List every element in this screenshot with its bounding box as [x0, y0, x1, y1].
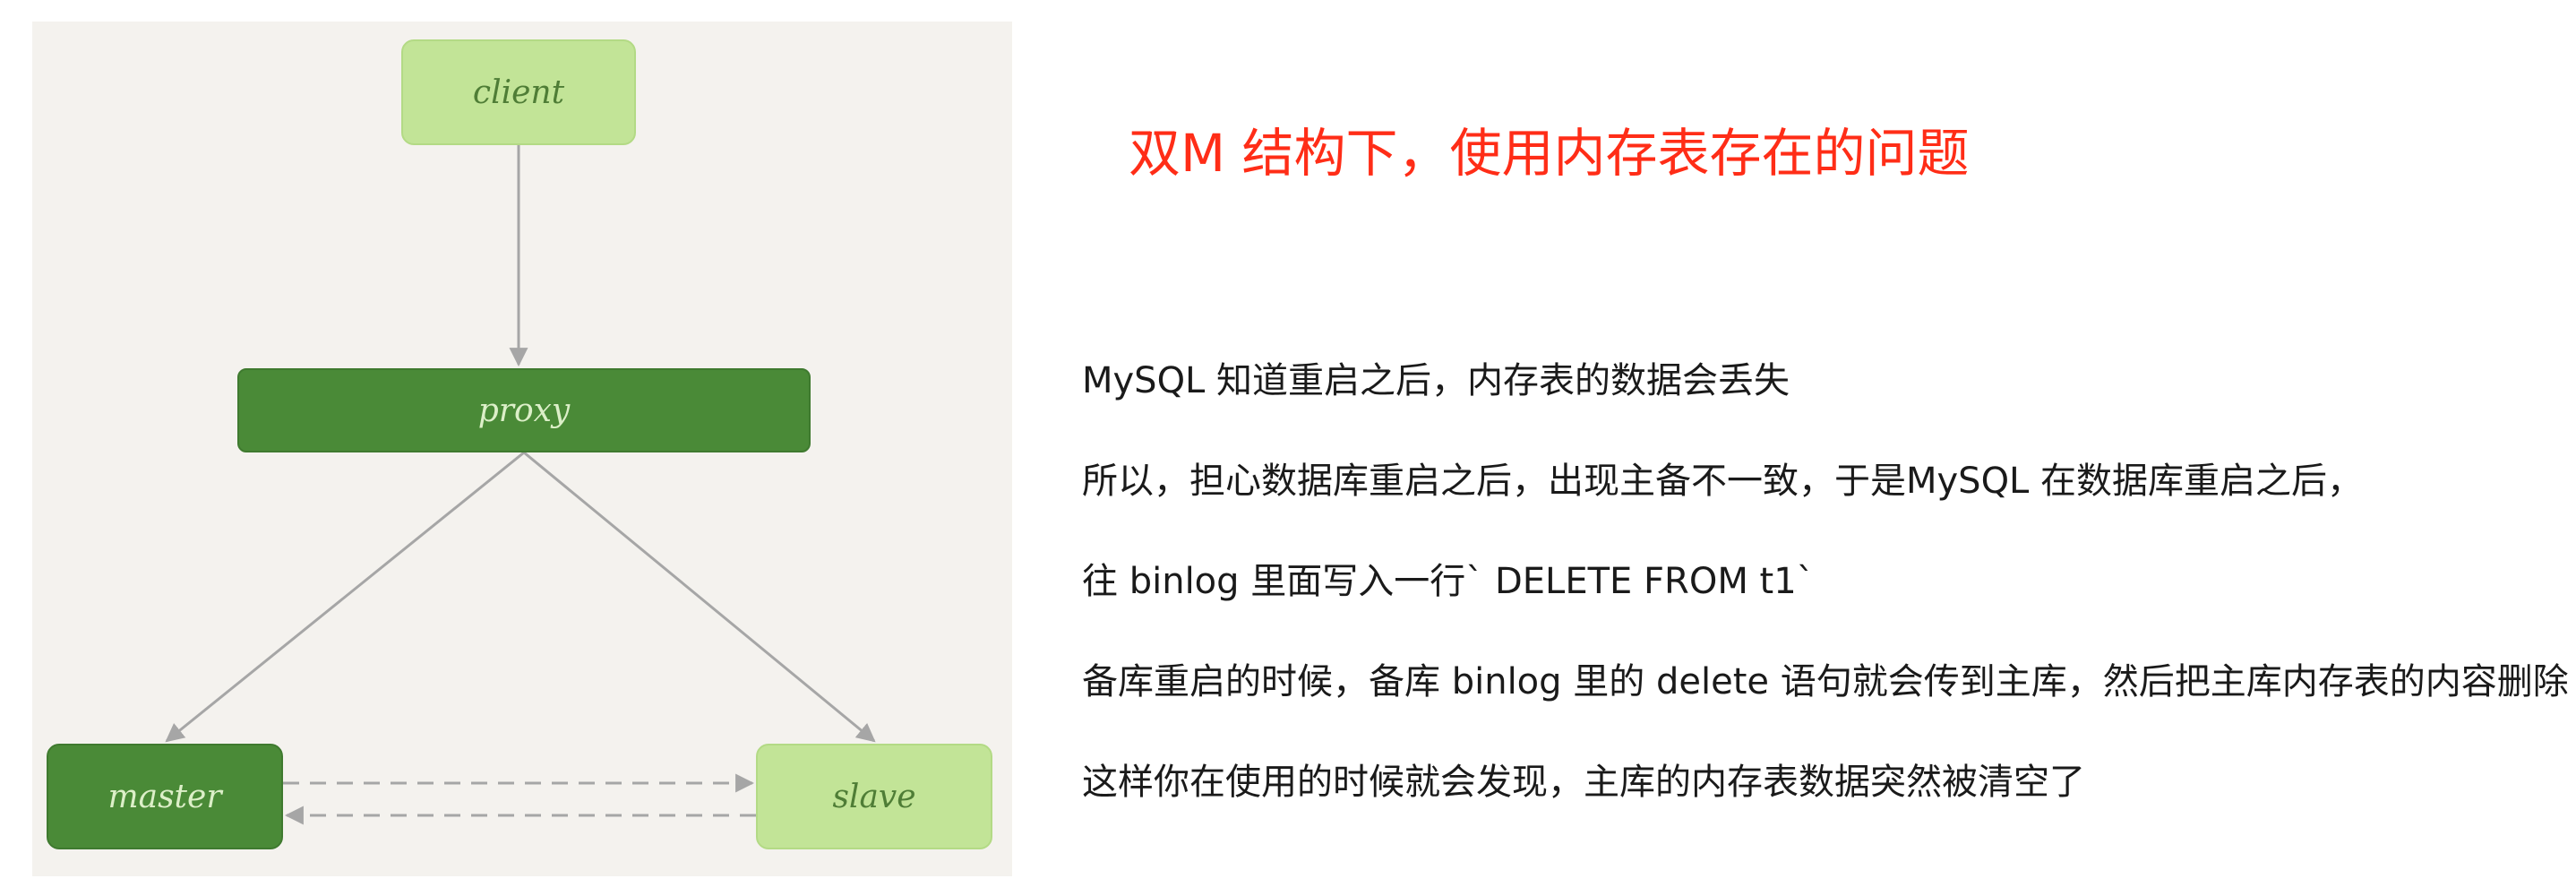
text-line: MySQL 知道重启之后，内存表的数据会丢失	[1082, 360, 1790, 401]
proxy-to-slave-arrow	[523, 451, 876, 743]
master-node: master	[47, 744, 283, 849]
text-line: 备库重启的时候，备库 binlog 里的 delete 语句就会传到主库，然后把…	[1082, 661, 2569, 702]
architecture-diagram: client proxy master slave	[32, 22, 1012, 876]
slave-node: slave	[756, 744, 992, 849]
proxy-to-master-arrow	[165, 451, 525, 743]
proxy-node: proxy	[237, 368, 811, 452]
text-line: 这样你在使用的时候就会发现，主库的内存表数据突然被清空了	[1082, 762, 2085, 803]
client-node: client	[401, 39, 636, 145]
text-line: 所以，担心数据库重启之后，出现主备不一致，于是MySQL 在数据库重启之后，	[1082, 461, 2364, 502]
diagram-connectors	[165, 145, 876, 825]
page-title: 双M 结构下，使用内存表存在的问题	[1129, 123, 1970, 184]
text-line: 往 binlog 里面写入一行` DELETE FROM t1`	[1082, 561, 1815, 602]
